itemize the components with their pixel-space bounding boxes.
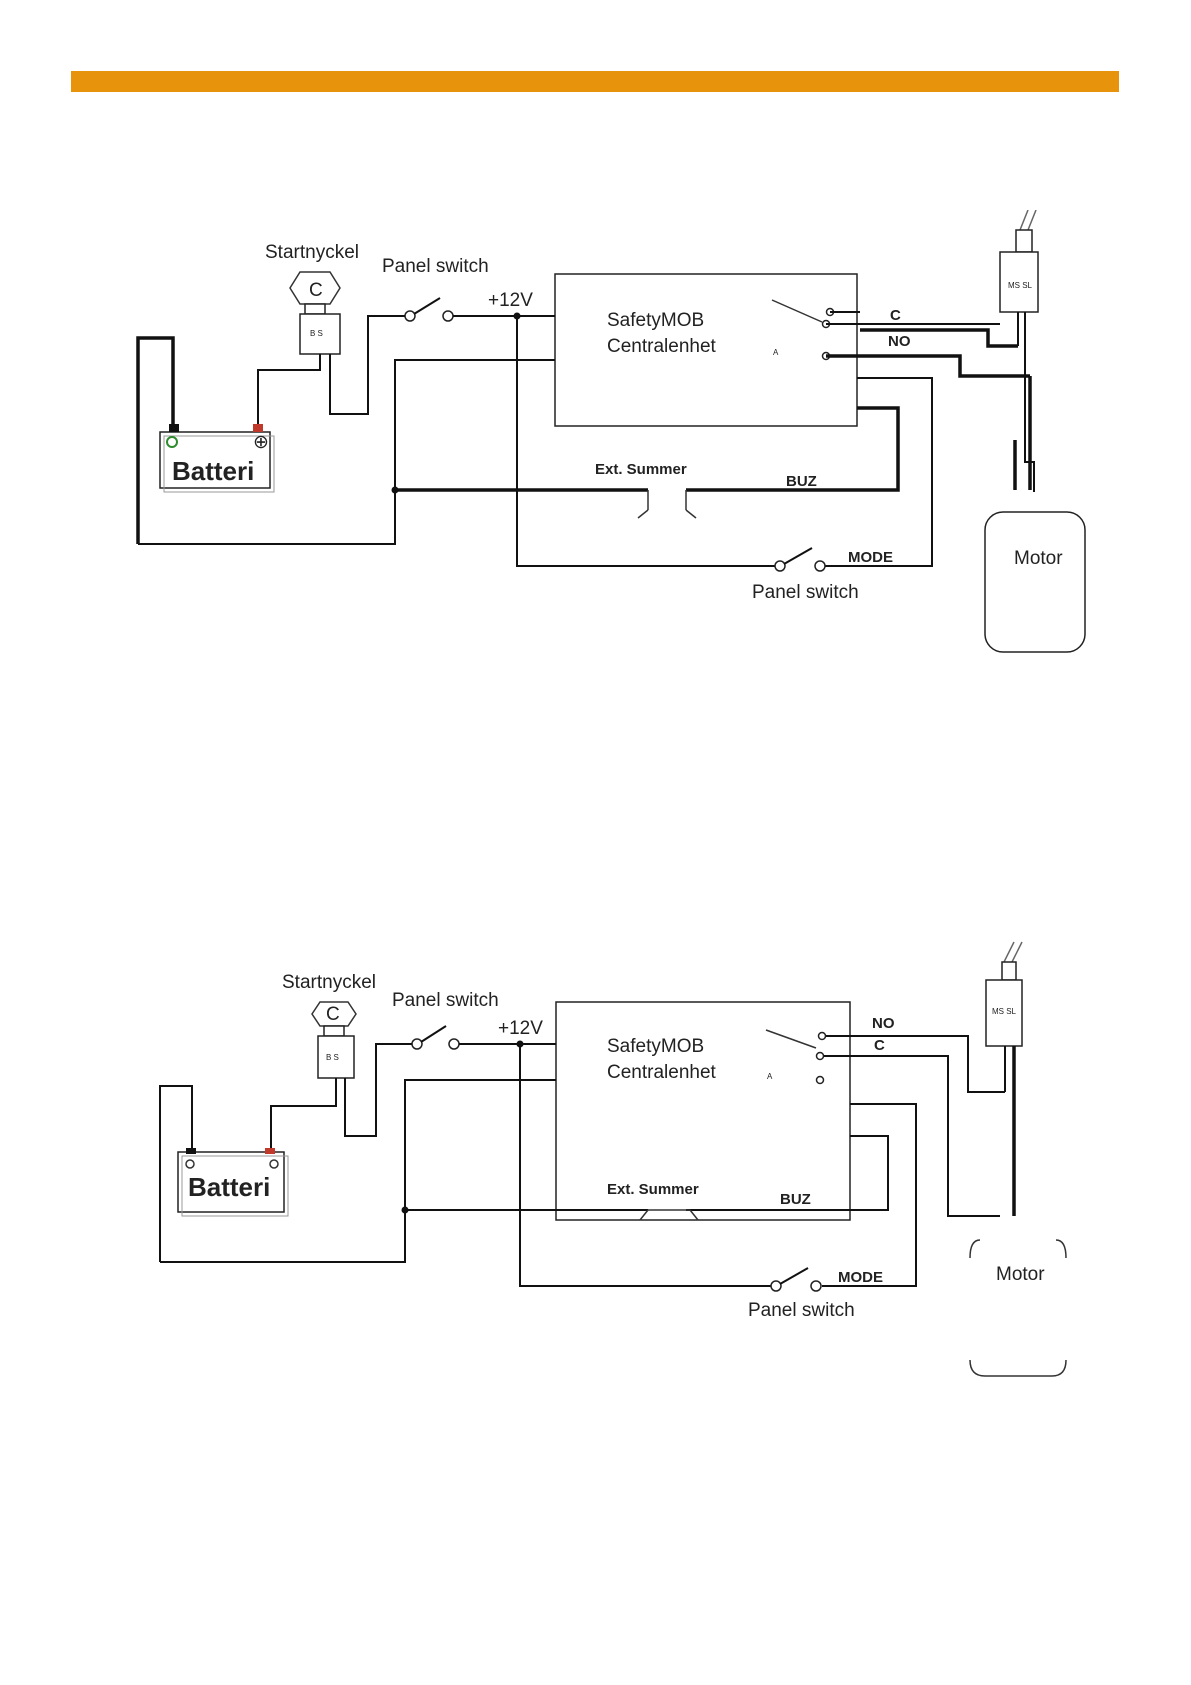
svg-text:Centralenhet: Centralenhet <box>607 1062 717 1083</box>
motor <box>985 512 1085 652</box>
battery: ⊕ Batteri <box>160 424 274 492</box>
battery-label: Batteri <box>188 1172 270 1202</box>
svg-text:C: C <box>326 1004 340 1025</box>
v12-label: +12V <box>488 290 533 311</box>
svg-text:SafetyMOB: SafetyMOB <box>607 1036 704 1057</box>
svg-text:Panel switch: Panel switch <box>748 1300 855 1321</box>
svg-text:MODE: MODE <box>838 1269 883 1286</box>
svg-text:Ext. Summer: Ext. Summer <box>595 461 687 478</box>
svg-text:MS SL: MS SL <box>1008 281 1033 290</box>
motor <box>970 1238 1066 1376</box>
buz-label: BUZ <box>786 473 817 490</box>
svg-text:+12V: +12V <box>498 1018 543 1039</box>
battery-positive-terminal: ⊕ <box>253 432 269 453</box>
svg-text:C: C <box>309 280 323 301</box>
starter-solenoid: MS SL <box>986 942 1022 1046</box>
panel-switch-bottom: Panel switch <box>752 548 859 603</box>
ignition-key: Startnyckel C B S <box>282 972 376 1078</box>
wiring-diagram-2: Batteri Startnyckel C B S Panel switch +… <box>0 940 1191 1380</box>
svg-text:Centralenhet: Centralenhet <box>607 336 717 357</box>
svg-text:Panel switch: Panel switch <box>392 990 499 1011</box>
wiring-diagram-1: ⊕ Batteri Startnyckel C B S Panel switch… <box>0 210 1191 670</box>
battery-label: Batteri <box>172 456 254 486</box>
c-terminal-label: C <box>890 307 901 324</box>
svg-text:Motor: Motor <box>996 1264 1045 1285</box>
svg-text:MS SL: MS SL <box>992 1007 1017 1016</box>
no-terminal-label: NO <box>888 333 911 350</box>
svg-text:A: A <box>767 1072 773 1081</box>
svg-text:SafetyMOB: SafetyMOB <box>607 310 704 331</box>
svg-text:Panel switch: Panel switch <box>382 256 489 277</box>
svg-text:B S: B S <box>310 329 323 338</box>
svg-text:Motor: Motor <box>1014 548 1063 569</box>
svg-text:Ext. Summer: Ext. Summer <box>607 1181 699 1198</box>
panel-switch-top: Panel switch <box>382 256 489 321</box>
starter-solenoid: MS SL <box>1000 210 1038 312</box>
svg-text:Startnyckel: Startnyckel <box>282 972 376 993</box>
battery: Batteri <box>178 1148 288 1216</box>
safetymob-central-unit <box>556 1002 850 1220</box>
c-terminal-label: C <box>874 1037 885 1054</box>
no-terminal-label: NO <box>872 1015 895 1032</box>
svg-text:Panel switch: Panel switch <box>752 582 859 603</box>
panel-switch-top: Panel switch <box>392 990 499 1049</box>
svg-text:BUZ: BUZ <box>780 1191 811 1208</box>
ignition-key: Startnyckel C B S <box>265 242 359 354</box>
svg-text:B S: B S <box>326 1053 339 1062</box>
key-label: Startnyckel <box>265 242 359 263</box>
mode-label: MODE <box>848 549 893 566</box>
svg-text:A: A <box>773 348 779 357</box>
header-accent-bar <box>71 71 1119 92</box>
